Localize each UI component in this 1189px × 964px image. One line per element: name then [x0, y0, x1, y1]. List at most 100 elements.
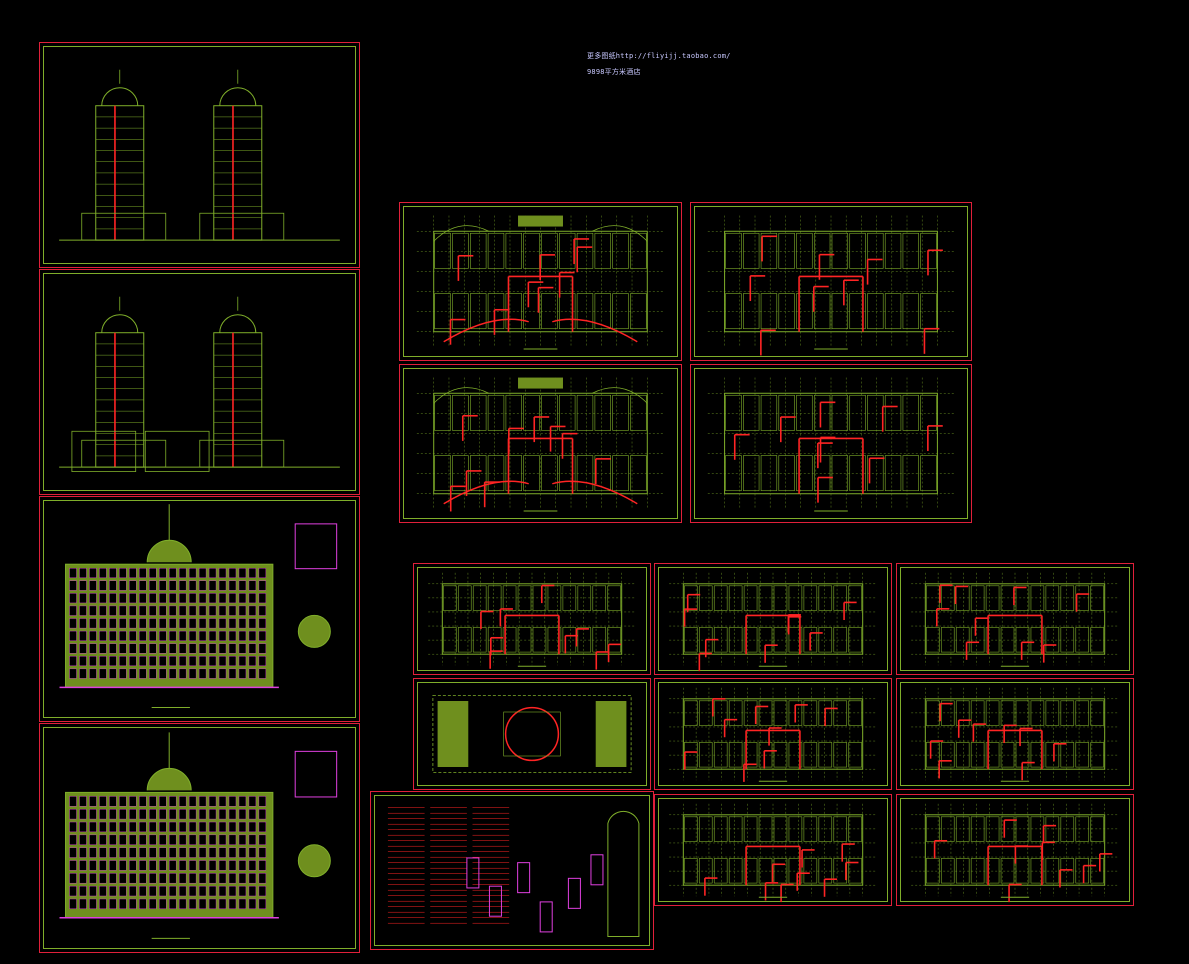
curved-wing [592, 387, 648, 404]
room-cell [926, 742, 940, 768]
drawing-sheet-plan-8[interactable] [654, 678, 892, 790]
drawing-sheet-plan-5[interactable] [413, 563, 651, 675]
dome-outline [219, 87, 257, 106]
facade-window [188, 885, 197, 897]
curved-wall [552, 318, 638, 343]
drawing-sheet-plan-11[interactable] [896, 794, 1134, 906]
room-cell [698, 742, 713, 768]
drawing-sheet-schedule[interactable] [370, 791, 654, 950]
podium-outline [199, 439, 285, 468]
drawing-sheet-plan-4[interactable] [690, 364, 972, 523]
room-cell [725, 455, 742, 492]
room-cell [728, 627, 743, 653]
facade-window [79, 885, 87, 897]
facade-window [89, 580, 97, 591]
room-cell [1060, 627, 1075, 653]
drawing-sheet-plan-7[interactable] [896, 563, 1134, 675]
facade-window [188, 821, 197, 833]
facade-window [208, 630, 217, 641]
room-cell [684, 700, 698, 726]
room-cell [849, 455, 866, 492]
facade-window [99, 834, 107, 845]
room-cell [848, 585, 862, 611]
facade-window [228, 567, 237, 578]
dome [146, 539, 192, 563]
facade-window [248, 834, 257, 845]
facade-window [208, 860, 217, 871]
room-cell [505, 293, 523, 330]
room-cell [558, 232, 576, 269]
drawing-sheet-plan-10[interactable] [654, 794, 892, 906]
room-cell [985, 627, 1000, 653]
window-detail [488, 885, 502, 917]
drawing-sheet-section-a[interactable] [39, 42, 360, 268]
room-cell [1090, 585, 1104, 611]
facade-window [238, 593, 247, 604]
facade-window [159, 873, 167, 884]
facade-window [248, 847, 257, 858]
facade-window [99, 580, 107, 591]
facade-window [99, 618, 107, 629]
drawing-sheet-section-b[interactable] [39, 269, 360, 495]
drawing-sheet-plan-1[interactable] [399, 202, 682, 361]
room-cell [773, 858, 788, 884]
room-cell [849, 394, 866, 431]
drawing-sheet-plan-3[interactable] [399, 364, 682, 523]
facade-window [208, 873, 217, 884]
facade-window [69, 873, 77, 884]
room-cell [487, 394, 505, 431]
drawing-sheet-elevation-front[interactable] [39, 496, 360, 722]
facade-window [89, 643, 97, 654]
curved-wall [443, 318, 529, 343]
facade-window [188, 668, 197, 679]
facade-window [228, 885, 237, 897]
room-cell [728, 700, 743, 726]
plan-outline [924, 698, 1106, 770]
facade-window [208, 809, 217, 820]
drawing-sheet-roof-plan[interactable] [413, 678, 651, 790]
room-cell [517, 585, 532, 611]
room-cell [1060, 858, 1075, 884]
room-cell [803, 742, 818, 768]
drawing-sheet-plan-2[interactable] [690, 202, 972, 361]
drawing-sheet-plan-9[interactable] [896, 678, 1134, 790]
room-cell [884, 455, 902, 492]
room-cell [920, 455, 937, 492]
facade-window [198, 834, 207, 845]
facade-window [178, 668, 187, 679]
facade-window [119, 580, 127, 591]
facade-window [218, 898, 227, 910]
room-cell [867, 232, 884, 269]
facade-window [109, 821, 117, 833]
room-cell [505, 455, 523, 492]
facade-window [178, 593, 187, 604]
room-cell [1000, 585, 1015, 611]
facade-window [188, 860, 197, 871]
facade-window [79, 821, 87, 833]
facade-window [208, 643, 217, 654]
curved-wall [443, 480, 529, 505]
plan-outline [433, 230, 648, 333]
facade-window [258, 885, 267, 897]
room-cell [926, 585, 940, 611]
facade-window [99, 809, 107, 820]
facade-window [238, 898, 247, 910]
facade-window [228, 860, 237, 871]
room-cell [505, 394, 523, 431]
facade-window [188, 567, 197, 578]
room-cell [926, 858, 940, 884]
drawing-sheet-plan-6[interactable] [654, 563, 892, 675]
room-cell [743, 858, 758, 884]
facade-window [208, 618, 217, 629]
room-cell [1015, 585, 1030, 611]
roof-plan-drawing [432, 695, 632, 773]
drawing-sheet-elevation-rear[interactable] [39, 723, 360, 953]
facade-window [198, 618, 207, 629]
window-detail [517, 862, 531, 894]
facade-window [159, 885, 167, 897]
curved-wing [433, 387, 489, 404]
room-cell [760, 455, 778, 492]
facade-window [89, 593, 97, 604]
facade-window [79, 898, 87, 910]
